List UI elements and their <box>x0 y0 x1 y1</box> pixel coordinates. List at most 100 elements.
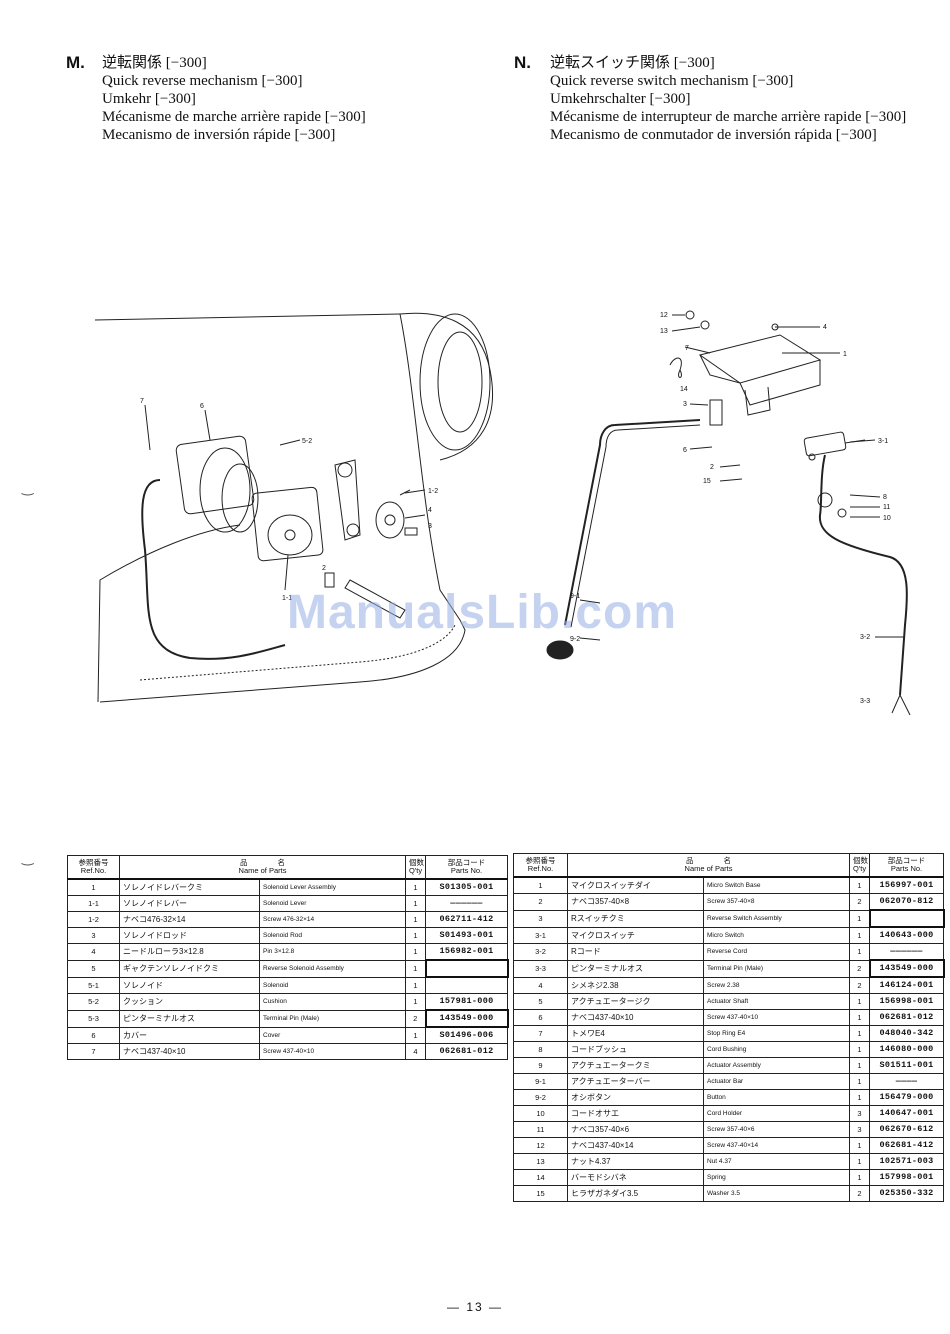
cell-name-jp: ヒラザガネダイ3.5 <box>567 1185 704 1202</box>
cell-name-en: Reverse Cord <box>703 943 850 961</box>
cell-ref: 14 <box>513 1169 568 1186</box>
section-n-title-de: Umkehrschalter [−300] <box>550 91 691 107</box>
cell-ref: 1-1 <box>67 895 120 912</box>
cell-qty: 1 <box>405 976 426 994</box>
cell-ref: 3 <box>67 927 120 944</box>
cell-name-jp: ソレノイドレバークミ <box>119 878 260 896</box>
section-m-header: M. 逆転関係 [−300] Quick reverse mechanism [… <box>66 54 466 154</box>
cell-name-jp: ソレノイドレバー <box>119 895 260 912</box>
cell-name-jp: ナベコ437-40×10 <box>567 1009 704 1026</box>
cell-qty: 1 <box>849 1137 870 1154</box>
cell-name-en: Actuator Bar <box>703 1073 850 1090</box>
section-n-header: N. 逆転スイッチ関係 [−300] Quick reverse switch … <box>514 54 944 154</box>
cell-qty: 1 <box>849 943 870 961</box>
cell-ref: 5-2 <box>67 993 120 1011</box>
cell-name-en: Actuator Shaft <box>703 993 850 1010</box>
cell-name-en: Reverse Solenoid Assembly <box>259 959 406 978</box>
cell-name-jp: アクチュエータージク <box>567 993 704 1010</box>
section-m-title-es: Mecanismo de inversión rápide [−300] <box>102 127 336 143</box>
cell-ref: 2 <box>513 893 568 911</box>
cell-qty: 1 <box>849 909 870 928</box>
cell-qty: 1 <box>849 1089 870 1106</box>
cell-name-jp: ギャクテンソレノイドクミ <box>119 959 260 978</box>
cell-qty: 1 <box>849 926 870 944</box>
cell-name-jp: ソレノイドロッド <box>119 927 260 944</box>
cell-qty: 1 <box>849 1009 870 1026</box>
callout-label: 3-3 <box>860 698 870 705</box>
cell-ref: 11 <box>513 1121 568 1138</box>
cell-ref: 5-1 <box>67 976 120 994</box>
cell-parts-no <box>424 959 509 978</box>
callout-label: 14 <box>680 386 688 393</box>
callout-label: 9-1 <box>570 593 580 600</box>
cell-qty: 1 <box>849 1025 870 1042</box>
cell-qty: 1 <box>849 1057 870 1074</box>
callout-label: 1-1 <box>282 595 292 602</box>
callout-label: 2 <box>710 464 714 471</box>
cell-parts-no: 102571-003 <box>869 1153 944 1170</box>
cell-ref: 10 <box>513 1105 568 1122</box>
diagram-reverse-mechanism: 7 6 5-2 1-2 4 3 1-1 2 <box>94 312 494 703</box>
cell-parts-no: 062070-812 <box>869 893 944 911</box>
section-n-title-jp: 逆転スイッチ関係 [−300] <box>550 55 715 71</box>
cell-qty: 1 <box>405 943 426 961</box>
cell-qty: 1 <box>405 1026 426 1044</box>
cell-name-en: Solenoid Lever Assembly <box>259 878 406 896</box>
cell-ref: 9-1 <box>513 1073 568 1090</box>
cell-name-en: Terminal Pin (Male) <box>259 1009 406 1028</box>
cell-name-jp: アクチュエータークミ <box>567 1057 704 1074</box>
cell-parts-no: 048040-342 <box>869 1025 944 1042</box>
cell-name-en: Screw 476-32×14 <box>259 911 406 928</box>
cell-name-en: Button <box>703 1089 850 1106</box>
callout-label: 3 <box>428 523 432 530</box>
callout-label: 4 <box>428 507 432 514</box>
cell-parts-no: 156998-001 <box>869 993 944 1010</box>
cell-parts-no: 140647-001 <box>869 1105 944 1122</box>
cell-name-en: Solenoid <box>259 976 406 994</box>
cell-parts-no: 062670-612 <box>869 1121 944 1138</box>
callout-label: 11 <box>883 504 890 511</box>
cell-name-jp: ナベコ476-32×14 <box>119 911 260 928</box>
watermark: ManualsLib.com <box>286 586 678 639</box>
callout-label: 3-2 <box>860 634 870 641</box>
callout-label: 3 <box>683 401 687 408</box>
cell-parts-no <box>868 909 945 928</box>
cell-parts-no: 146124-001 <box>869 976 944 994</box>
cell-qty: 1 <box>849 1169 870 1186</box>
cell-qty: 1 <box>849 1153 870 1170</box>
section-m-title-de: Umkehr [−300] <box>102 91 196 107</box>
cell-name-en: Stop Ring E4 <box>703 1025 850 1042</box>
cell-parts-no: 140643-000 <box>869 926 944 944</box>
cell-name-jp: ピンターミナルオス <box>567 959 704 978</box>
section-n-title-en: Quick reverse switch mechanism [−300] <box>550 73 794 89</box>
cell-name-jp: ピンターミナルオス <box>119 1009 260 1028</box>
cell-qty: 2 <box>849 893 870 911</box>
callout-label: 3-1 <box>878 438 888 445</box>
callout-label: 1 <box>843 351 847 358</box>
cell-name-en: Cushion <box>259 993 406 1011</box>
cell-parts-no: 143549-000 <box>868 959 945 978</box>
cell-parts-no: 062711-412 <box>425 911 508 928</box>
cell-name-jp: トメワE4 <box>567 1025 704 1042</box>
page-number: — 13 — <box>446 1300 503 1314</box>
section-m-title-en: Quick reverse mechanism [−300] <box>102 73 303 89</box>
callout-label: 13 <box>660 328 668 335</box>
section-n-letter: N. <box>514 53 531 72</box>
cell-ref: 1-2 <box>67 911 120 928</box>
cell-name-en: Screw 2.38 <box>703 976 850 994</box>
cell-name-jp: シメネジ2.38 <box>567 976 704 994</box>
